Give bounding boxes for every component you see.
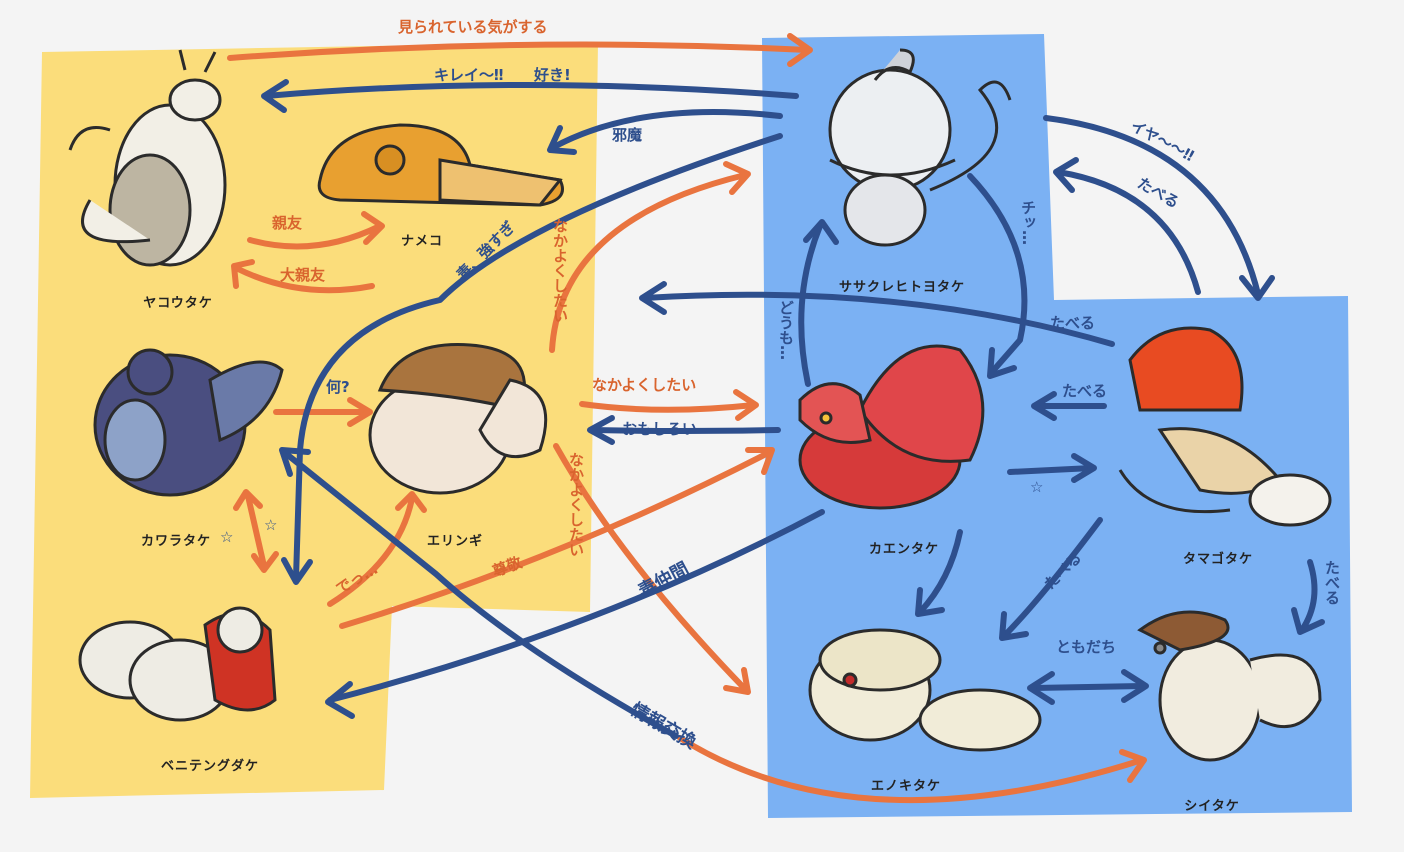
name-benitengudake: ベニテングダケ [160,759,260,774]
name-enokitake: エノキタケ [870,779,942,794]
arrow-tomodachi [1027,669,1149,705]
arrow-sonkei [339,447,775,629]
enokitake-figure [808,628,1042,752]
label-dousomo: どうも… [777,300,795,360]
arrow-daishinyu [231,259,375,294]
name-shiitake: シイタケ [1184,799,1240,814]
yakoutake-figure [68,49,227,267]
label-nakayoku-2: なかよくしたい [592,376,697,394]
arrow-dezu [327,491,427,607]
label-daishinyu: 大親友 [280,266,326,284]
arrow-taberu-tama-enoki [999,517,1103,641]
name-sasakurehitoyotake: ササクレヒトヨタケ [838,280,966,295]
arrow-mirareteiru [227,33,813,67]
arrow-taberu-tama-shii [1291,559,1325,635]
shiitake-figure [1137,610,1322,762]
arrow-chi [967,173,1028,379]
arrow-nakayoku-right [579,389,759,421]
arrow-nakayoku-down [553,443,751,695]
label-nani: 何? [326,378,350,396]
arrow-dousomo [798,219,839,387]
arrow-jouhou-orange [677,735,1147,804]
label-star-1: ☆ [1030,478,1044,496]
name-eringi: エリンギ [426,534,484,549]
arrow-shinyu [247,211,385,250]
arrow-kirei [261,79,799,113]
label-taberu-3: たべる [1062,382,1108,400]
sasakurehitoyotake-figure [828,48,1012,247]
label-mirareteiru: 見られている気がする [398,18,548,36]
nameko-figure [317,123,564,207]
benitengudake-figure [78,606,277,722]
arrow-kaen-enoki [915,529,963,617]
name-nameko: ナメコ [400,234,444,249]
name-kaentake: カエンタケ [868,542,940,557]
label-nakayoku-3: なかよくしたい [567,452,585,557]
arrow-doku-kowasugi [281,133,783,585]
label-taberu-2: たべる [1050,314,1096,332]
label-jama: 邪魔 [612,126,643,144]
label-star-2: ☆ [220,528,234,546]
arrow-jama [547,109,783,155]
name-kawaratake: カワラタケ [140,534,212,549]
label-suki: 好き! [534,66,571,84]
arrow-taberu-up [1053,157,1201,295]
label-chi: チッ… [1019,200,1037,245]
arrow-nakayoku-up [549,161,751,353]
name-tamagotake: タマゴタケ [1182,552,1254,567]
label-shinyu: 親友 [272,214,303,232]
label-nakayoku-1: なかよくしたい [551,218,569,323]
kawaratake-figure [93,348,284,497]
name-yakoutake: ヤコウタケ [143,296,213,311]
arrow-star-kaen-tama [1007,453,1097,483]
arrow-nani [273,397,373,427]
label-taberu-5: たべる [1323,560,1341,605]
arrow-omoshiroi [587,415,781,445]
eringi-figure [368,343,548,495]
arrow-jouhou-blue [279,447,679,739]
label-omoshiroi: おもしろい [622,420,698,438]
arrow-iya [1043,115,1275,301]
tamagotake-figure [1118,326,1332,527]
arrow-taberu-tama-kaen [1031,391,1107,421]
label-kirei: キレイ〜‼ [434,66,504,84]
arrow-dokunakama [325,509,825,719]
label-star-3: ☆ [264,516,278,534]
label-tomodachi: ともだち [1056,638,1117,656]
arrow-kawara-beni [233,489,279,573]
kaentake-figure [798,344,985,510]
arrow-taberu-long [639,281,1115,347]
